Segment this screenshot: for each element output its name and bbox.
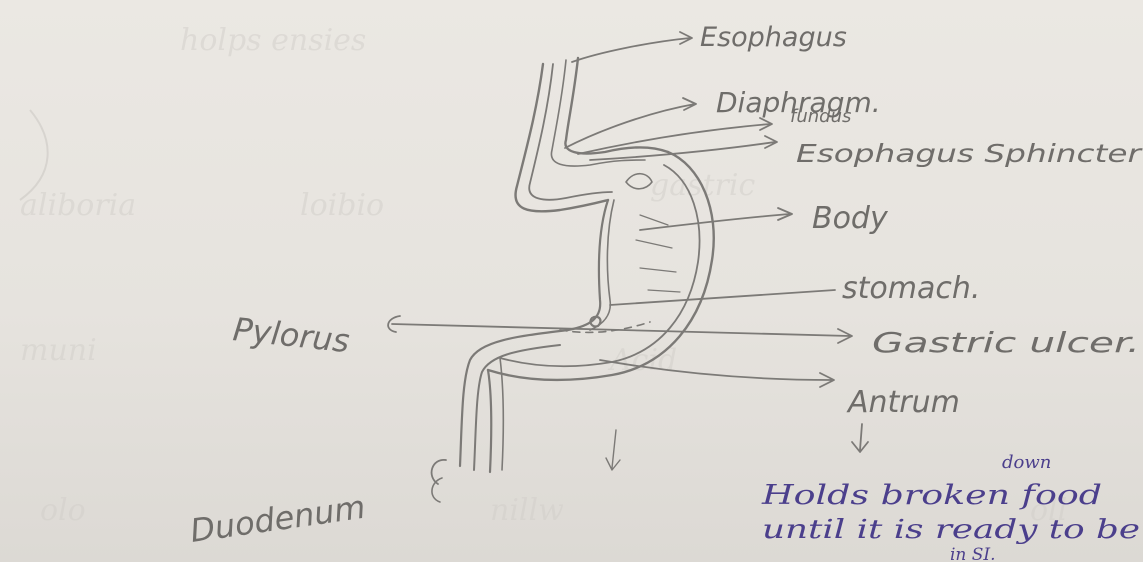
label-esophagus-sphincter: Esophagus Sphincter [796,139,1143,168]
duodenum-hook-b [432,478,442,502]
duodenum-hook [432,460,446,484]
arrow-antrum-down [852,424,868,452]
label-duodenum: Duodenum [188,488,368,550]
duodenum-outline-c [488,370,491,472]
svg-text:muni: muni [20,333,97,368]
arrow-sphincter [590,136,777,160]
label-gastric-ulcer: Gastric ulcer. [872,326,1140,359]
note-down: down [1002,452,1051,473]
note-until-ready: until it is ready to be [762,515,1140,545]
organ-sketch [460,58,714,472]
label-fundus: fundus [790,106,851,127]
arrow-esophagus [572,32,692,62]
duodenum-outline-a [460,330,568,466]
svg-text:olo: olo [40,493,86,528]
arrow-fundus [578,118,772,154]
antrum-note: down Holds broken food until it is ready… [761,452,1140,562]
note-in-si: in SI. [950,545,996,562]
svg-text:aliboria: aliboria [20,188,136,223]
faint-arrow [606,430,620,470]
diagram-labels: Esophagus Diaphragm. fundus Esophagus Sp… [188,22,1143,550]
label-stomach: stomach. [842,271,980,306]
svg-text:holps ensies: holps ensies [180,23,366,58]
arrow-diaphragm [565,98,696,148]
line-stomach [610,290,835,305]
arrow-gastric-ulcer [392,324,852,343]
label-esophagus: Esophagus [700,22,847,53]
label-body: Body [812,201,889,236]
arrow-body [640,208,792,230]
svg-text:loibio: loibio [300,188,384,223]
label-pylorus: Pylorus [231,310,351,360]
duodenum-outline-b [474,345,560,470]
stomach-lesser-curvature [568,200,608,330]
label-antrum: Antrum [846,385,960,420]
fundus-mark [626,174,652,189]
svg-text:nillw: nillw [490,493,564,528]
note-holds-broken-food: Holds broken food [761,480,1102,511]
